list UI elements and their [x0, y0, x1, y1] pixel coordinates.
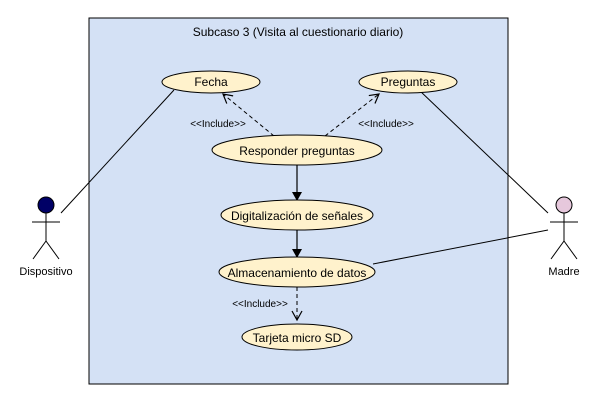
association-dispositivo-fecha: [60, 89, 175, 214]
association-madre-almacenamiento: [372, 229, 549, 265]
include-label-preguntas: <<Include>>: [358, 119, 414, 130]
actor-dispositivo[interactable]: Dispositivo: [19, 196, 73, 278]
actor-madre-label: Madre: [548, 266, 579, 278]
use-case-responder-label: Responder preguntas: [239, 144, 354, 158]
use-case-almacenamiento-label: Almacenamiento de datos: [228, 266, 367, 280]
include-label-tarjeta: <<Include>>: [232, 299, 288, 310]
use-case-almacenamiento[interactable]: Almacenamiento de datos: [218, 256, 376, 288]
actor-madre[interactable]: Madre: [548, 196, 580, 278]
include-label-fecha: <<Include>>: [190, 119, 246, 130]
actor-dispositivo-head-icon: [37, 196, 55, 214]
system-title: Subcaso 3 (Visita al cuestionario diario…: [193, 25, 404, 39]
use-case-fecha-label: Fecha: [194, 75, 228, 89]
use-case-digitalizacion-label: Digitalización de señales: [231, 209, 363, 223]
actor-dispositivo-label: Dispositivo: [19, 266, 72, 278]
use-case-preguntas[interactable]: Preguntas: [358, 70, 458, 94]
use-case-digitalizacion[interactable]: Digitalización de señales: [220, 199, 374, 231]
include-arrow-preguntas: [324, 93, 380, 137]
use-case-responder-preguntas[interactable]: Responder preguntas: [211, 134, 383, 166]
association-madre-preguntas: [418, 89, 549, 214]
use-case-tarjeta-label: Tarjeta micro SD: [253, 331, 342, 345]
use-case-preguntas-label: Preguntas: [381, 75, 436, 89]
use-case-tarjeta-micro-sd[interactable]: Tarjeta micro SD: [241, 323, 353, 351]
use-case-fecha[interactable]: Fecha: [161, 70, 261, 94]
actor-madre-head-icon: [555, 196, 573, 214]
